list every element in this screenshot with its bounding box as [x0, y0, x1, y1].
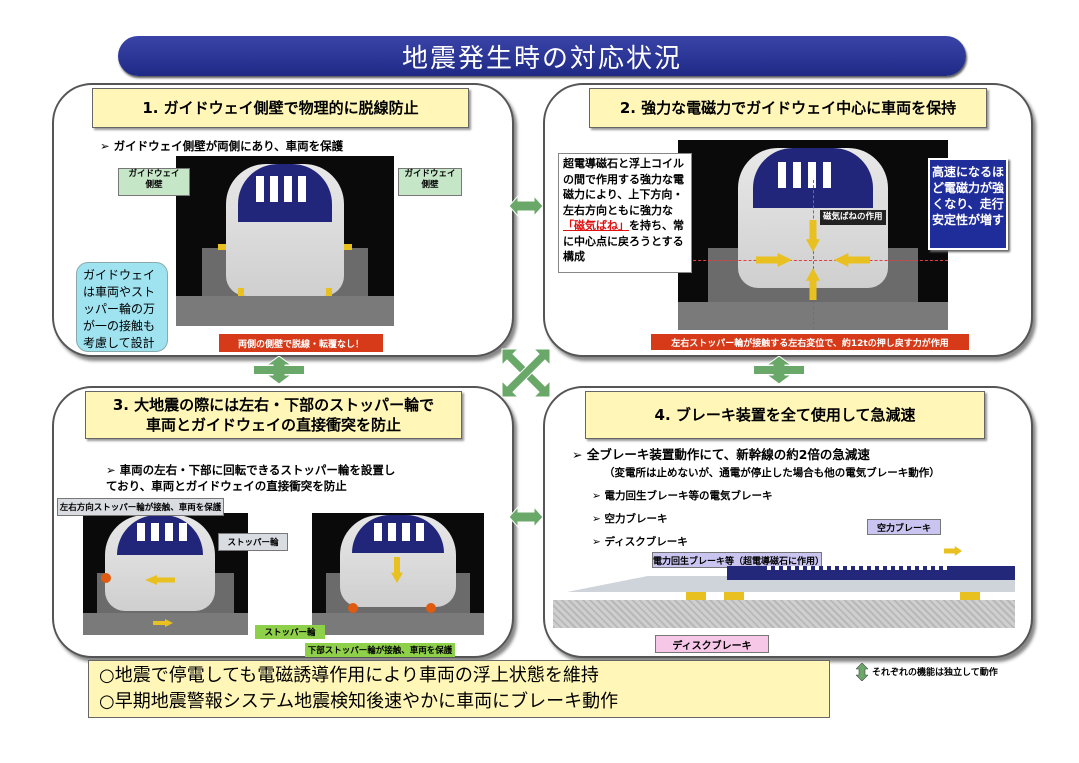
panel-3-bullet: ➢ 車両の左右・下部に回転できるストッパー輪を設置しており、車両とガイドウェイの… — [106, 463, 396, 493]
guideway-track — [553, 600, 1015, 628]
double-arrow-icon — [509, 194, 543, 218]
guideway-scene-1 — [176, 156, 394, 326]
cross-arrow-icon — [501, 348, 551, 398]
brake-item-1: ➢ 電力回生ブレーキ等の電気ブレーキ — [592, 490, 773, 502]
bullet-arrow-icon: ➢ — [592, 536, 605, 548]
legend-arrow-icon — [856, 663, 868, 681]
panel-1-bullet: ➢ ガイドウェイ側壁が両側にあり、車両を保護 — [100, 139, 344, 153]
panel-2-title: 2. 強力な電磁力でガイドウェイ中心に車両を保持 — [589, 88, 987, 128]
panel-1-note: ガイドウェイは車両やストッパー輪の万が一の接触も考慮して設計 — [76, 262, 168, 352]
guideway-wall-callout-left: ガイドウェイ 側壁 — [118, 168, 190, 196]
bullet-arrow-icon: ➢ — [572, 447, 587, 462]
panel-4-title: 4. ブレーキ装置を全て使用して急減速 — [585, 391, 985, 439]
panel-2-red-label: 左右ストッパー輪が接触する左右変位で、約12tの押し戻す力が作用 — [650, 333, 970, 351]
double-arrow-icon — [254, 356, 304, 384]
bullet-arrow-icon: ➢ — [592, 490, 605, 502]
panel-1-title: 1. ガイドウェイ側壁で物理的に脱線防止 — [92, 88, 469, 128]
panel-3-title: 3. 大地震の際には左右・下部のストッパー輪で 車両とガイドウェイの直接衝突を防… — [85, 391, 462, 439]
double-arrow-icon — [509, 505, 543, 529]
bottom-summary: ○地震で停電しても電磁誘導作用により車両の浮上状態を維持 ○早期地震警報システム… — [88, 660, 830, 718]
guideway-scene-3a — [83, 513, 248, 635]
page-title: 地震発生時の対応状況 — [118, 36, 966, 76]
panel-3-gray-label-1: 左右方向ストッパー輪が接触、車両を保護 — [57, 498, 224, 516]
guideway-scene-3b — [312, 513, 484, 635]
disc-brake-label: ディスクブレーキ — [655, 635, 769, 653]
bullet-arrow-icon: ➢ — [100, 139, 114, 153]
legend-text: それぞれの機能は独立して動作 — [872, 668, 998, 678]
brake-item-2: ➢ 空力ブレーキ — [592, 513, 668, 525]
panel-3-gray-label-2: ストッパー輪 — [218, 533, 288, 551]
panel-2-text: 超電導磁石と浮上コイルの間で作用する強力な電磁力により、上下方向・左右方向ともに… — [558, 153, 692, 273]
guideway-wall-callout-right: ガイドウェイ 側壁 — [398, 168, 462, 196]
aero-brake-label: 空力ブレーキ — [867, 519, 941, 535]
panel-4-sub: （変電所は止めないが、通電が停止した場合も他の電気ブレーキ動作） — [604, 467, 940, 479]
magnetic-spring-label: 磁気ばねの作用 — [820, 210, 886, 225]
summary-line-2: ○早期地震警報システム地震検知後速やかに車両にブレーキ動作 — [99, 691, 619, 712]
panel-3-green-label-1: ストッパー輪 — [255, 625, 325, 639]
bullet-arrow-icon: ➢ — [106, 463, 120, 477]
panel-4-bullet: ➢ 全ブレーキ装置動作にて、新幹線の約2倍の急減速 — [572, 447, 870, 462]
panel-1-red-label: 両側の側壁で脱線・転覆なし！ — [218, 333, 384, 353]
train-side-view — [567, 558, 1015, 608]
guideway-scene-2 — [678, 140, 948, 330]
summary-line-1: ○地震で停電しても電磁誘導作用により車両の浮上状態を維持 — [99, 665, 599, 686]
panel-2-blue-note: 高速になるほど電磁力が強くなり、走行安定性が増す — [928, 158, 1008, 250]
panel-3-green-label-2: 下部ストッパー輪が接触、車両を保護 — [305, 643, 455, 657]
bullet-arrow-icon: ➢ — [592, 513, 605, 525]
brake-item-3: ➢ ディスクブレーキ — [592, 536, 688, 548]
double-arrow-icon — [754, 356, 804, 384]
